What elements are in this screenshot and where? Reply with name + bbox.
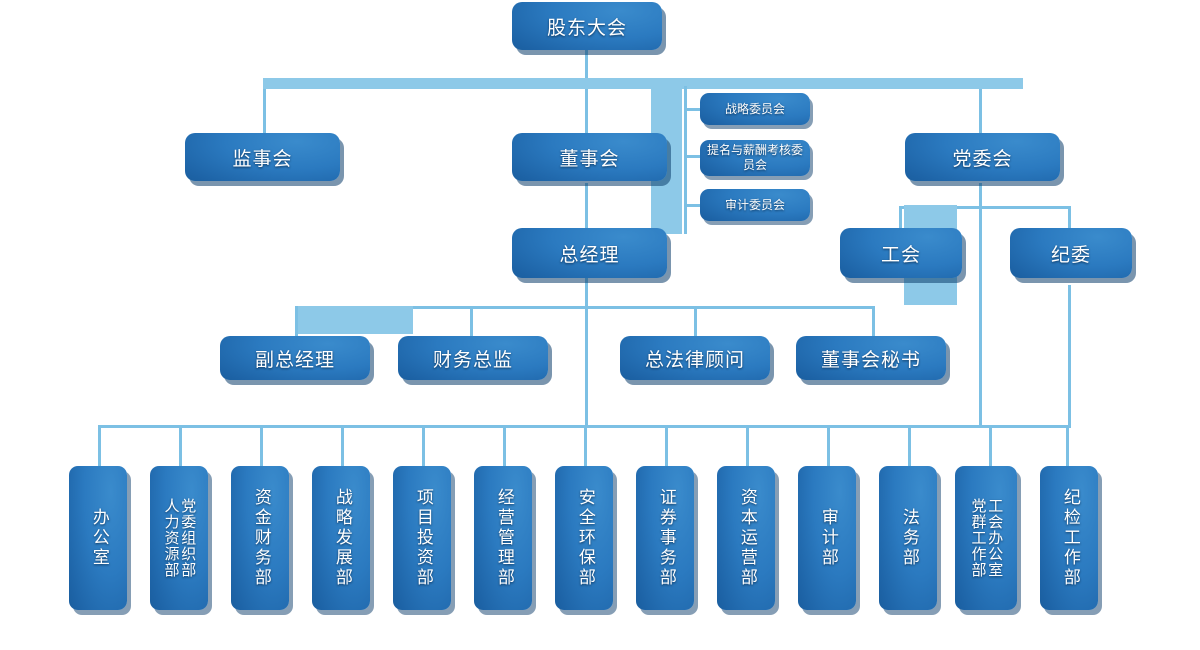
connector-drop-dept-4 xyxy=(341,425,344,469)
node-shareholders-meeting[interactable]: 股东大会 xyxy=(512,2,662,50)
connector-drop-supervisors xyxy=(263,89,266,133)
connector-drop-discipline xyxy=(1068,206,1071,230)
node-label: 纪委 xyxy=(1050,243,1091,266)
connector-drop-cfo xyxy=(470,306,473,336)
connector-shareholders-stem xyxy=(585,50,588,78)
connector-board-to-gm xyxy=(585,183,588,228)
node-party-committee[interactable]: 党委会 xyxy=(905,133,1060,181)
node-label: 审计委员会 xyxy=(724,197,785,212)
node-deputy-general-manager[interactable]: 副总经理 xyxy=(220,336,370,380)
connector-drop-dept-6 xyxy=(503,425,506,469)
connector-exec-band xyxy=(295,306,413,334)
node-label: 董事会秘书 xyxy=(820,348,921,371)
node-label: 审计部 xyxy=(817,508,838,568)
node-label: 财务总监 xyxy=(432,348,513,371)
connector-drop-dept-11 xyxy=(908,425,911,469)
connector-drop-deputy-gm xyxy=(295,306,298,336)
node-department-securities-affairs[interactable]: 证券事务部 xyxy=(636,466,694,610)
connector-drop-secretary xyxy=(872,306,875,336)
node-cfo[interactable]: 财务总监 xyxy=(398,336,548,380)
node-nomination-compensation-committee[interactable]: 提名与薪酬考核委员会 xyxy=(700,140,810,176)
node-label: 总法律顾问 xyxy=(644,348,745,371)
connector-drop-dept-8 xyxy=(665,425,668,469)
connector-drop-board xyxy=(585,89,588,133)
node-department-capital-operation[interactable]: 资本运营部 xyxy=(717,466,775,610)
connector-drop-counsel xyxy=(694,306,697,336)
node-label-col1: 党委组织部 xyxy=(179,498,198,578)
node-department-legal-affairs[interactable]: 法务部 xyxy=(879,466,937,610)
node-label: 战略委员会 xyxy=(724,101,785,116)
connector-drop-union xyxy=(899,206,902,230)
connector-drop-dept-13 xyxy=(1066,425,1069,469)
connector-committee-1 xyxy=(684,108,702,111)
node-department-treasury-finance[interactable]: 资金财务部 xyxy=(231,466,289,610)
node-label-col2: 党群工作部 xyxy=(969,498,988,578)
node-department-party-org-and-hr[interactable]: 党委组织部 人力资源部 xyxy=(150,466,208,610)
node-department-strategy-development[interactable]: 战略发展部 xyxy=(312,466,370,610)
connector-gm-to-dept-bus xyxy=(585,306,588,426)
node-label-pair: 工会办公室 党群工作部 xyxy=(969,498,1005,578)
node-board-secretary[interactable]: 董事会秘书 xyxy=(796,336,946,380)
node-board-of-supervisors[interactable]: 监事会 xyxy=(185,133,340,181)
connector-committee-spine xyxy=(684,86,687,234)
node-label: 监事会 xyxy=(232,147,293,170)
node-label-pair: 党委组织部 人力资源部 xyxy=(162,498,198,578)
node-department-discipline-inspection-work[interactable]: 纪检工作部 xyxy=(1040,466,1098,610)
connector-drop-dept-12 xyxy=(989,425,992,469)
connector-drop-dept-5 xyxy=(422,425,425,469)
connector-drop-dept-1 xyxy=(98,425,101,469)
node-label: 股东大会 xyxy=(546,16,627,39)
node-department-union-office-and-party-mass-work[interactable]: 工会办公室 党群工作部 xyxy=(955,466,1017,610)
node-general-counsel[interactable]: 总法律顾问 xyxy=(620,336,770,380)
node-strategy-committee[interactable]: 战略委员会 xyxy=(700,93,810,125)
connector-level1-bus xyxy=(263,78,1023,89)
node-label: 项目投资部 xyxy=(412,488,433,588)
node-label: 工会 xyxy=(880,243,921,266)
connector-drop-dept-7 xyxy=(584,425,587,469)
node-board-of-directors[interactable]: 董事会 xyxy=(512,133,667,181)
node-general-manager[interactable]: 总经理 xyxy=(512,228,667,278)
connector-party-bus xyxy=(899,206,1071,209)
node-label: 办公室 xyxy=(88,508,109,568)
connector-committee-3 xyxy=(684,204,702,207)
node-label: 党委会 xyxy=(952,147,1013,170)
node-label-col2: 人力资源部 xyxy=(162,498,181,578)
node-label: 安全环保部 xyxy=(574,488,595,588)
node-label: 副总经理 xyxy=(254,348,335,371)
connector-party-stem xyxy=(979,183,982,208)
connector-drop-party xyxy=(979,89,982,133)
node-label-col1: 工会办公室 xyxy=(986,498,1005,578)
connector-drop-dept-9 xyxy=(746,425,749,469)
node-label: 提名与薪酬考核委员会 xyxy=(706,143,803,172)
node-label: 法务部 xyxy=(898,508,919,568)
node-department-safety-environment[interactable]: 安全环保部 xyxy=(555,466,613,610)
node-label: 资本运营部 xyxy=(736,488,757,588)
node-label: 董事会 xyxy=(559,147,620,170)
node-label: 经营管理部 xyxy=(493,488,514,588)
node-audit-committee[interactable]: 审计委员会 xyxy=(700,189,810,221)
node-label: 资金财务部 xyxy=(250,488,271,588)
node-label: 总经理 xyxy=(559,243,620,266)
connector-drop-dept-10 xyxy=(827,425,830,469)
connector-party-to-dept-bus xyxy=(979,206,982,426)
connector-drop-dept-3 xyxy=(260,425,263,469)
node-department-project-investment[interactable]: 项目投资部 xyxy=(393,466,451,610)
connector-committee-2 xyxy=(684,155,702,158)
node-department-operations-management[interactable]: 经营管理部 xyxy=(474,466,532,610)
node-discipline-committee[interactable]: 纪委 xyxy=(1010,228,1132,278)
node-department-audit[interactable]: 审计部 xyxy=(798,466,856,610)
node-label: 战略发展部 xyxy=(331,488,352,588)
node-label: 证券事务部 xyxy=(655,488,676,588)
node-department-office[interactable]: 办公室 xyxy=(69,466,127,610)
connector-discipline-to-dept-bus xyxy=(1068,285,1071,426)
node-labor-union[interactable]: 工会 xyxy=(840,228,962,278)
node-label: 纪检工作部 xyxy=(1059,488,1080,588)
connector-gm-stem xyxy=(585,278,588,308)
connector-drop-dept-2 xyxy=(179,425,182,469)
